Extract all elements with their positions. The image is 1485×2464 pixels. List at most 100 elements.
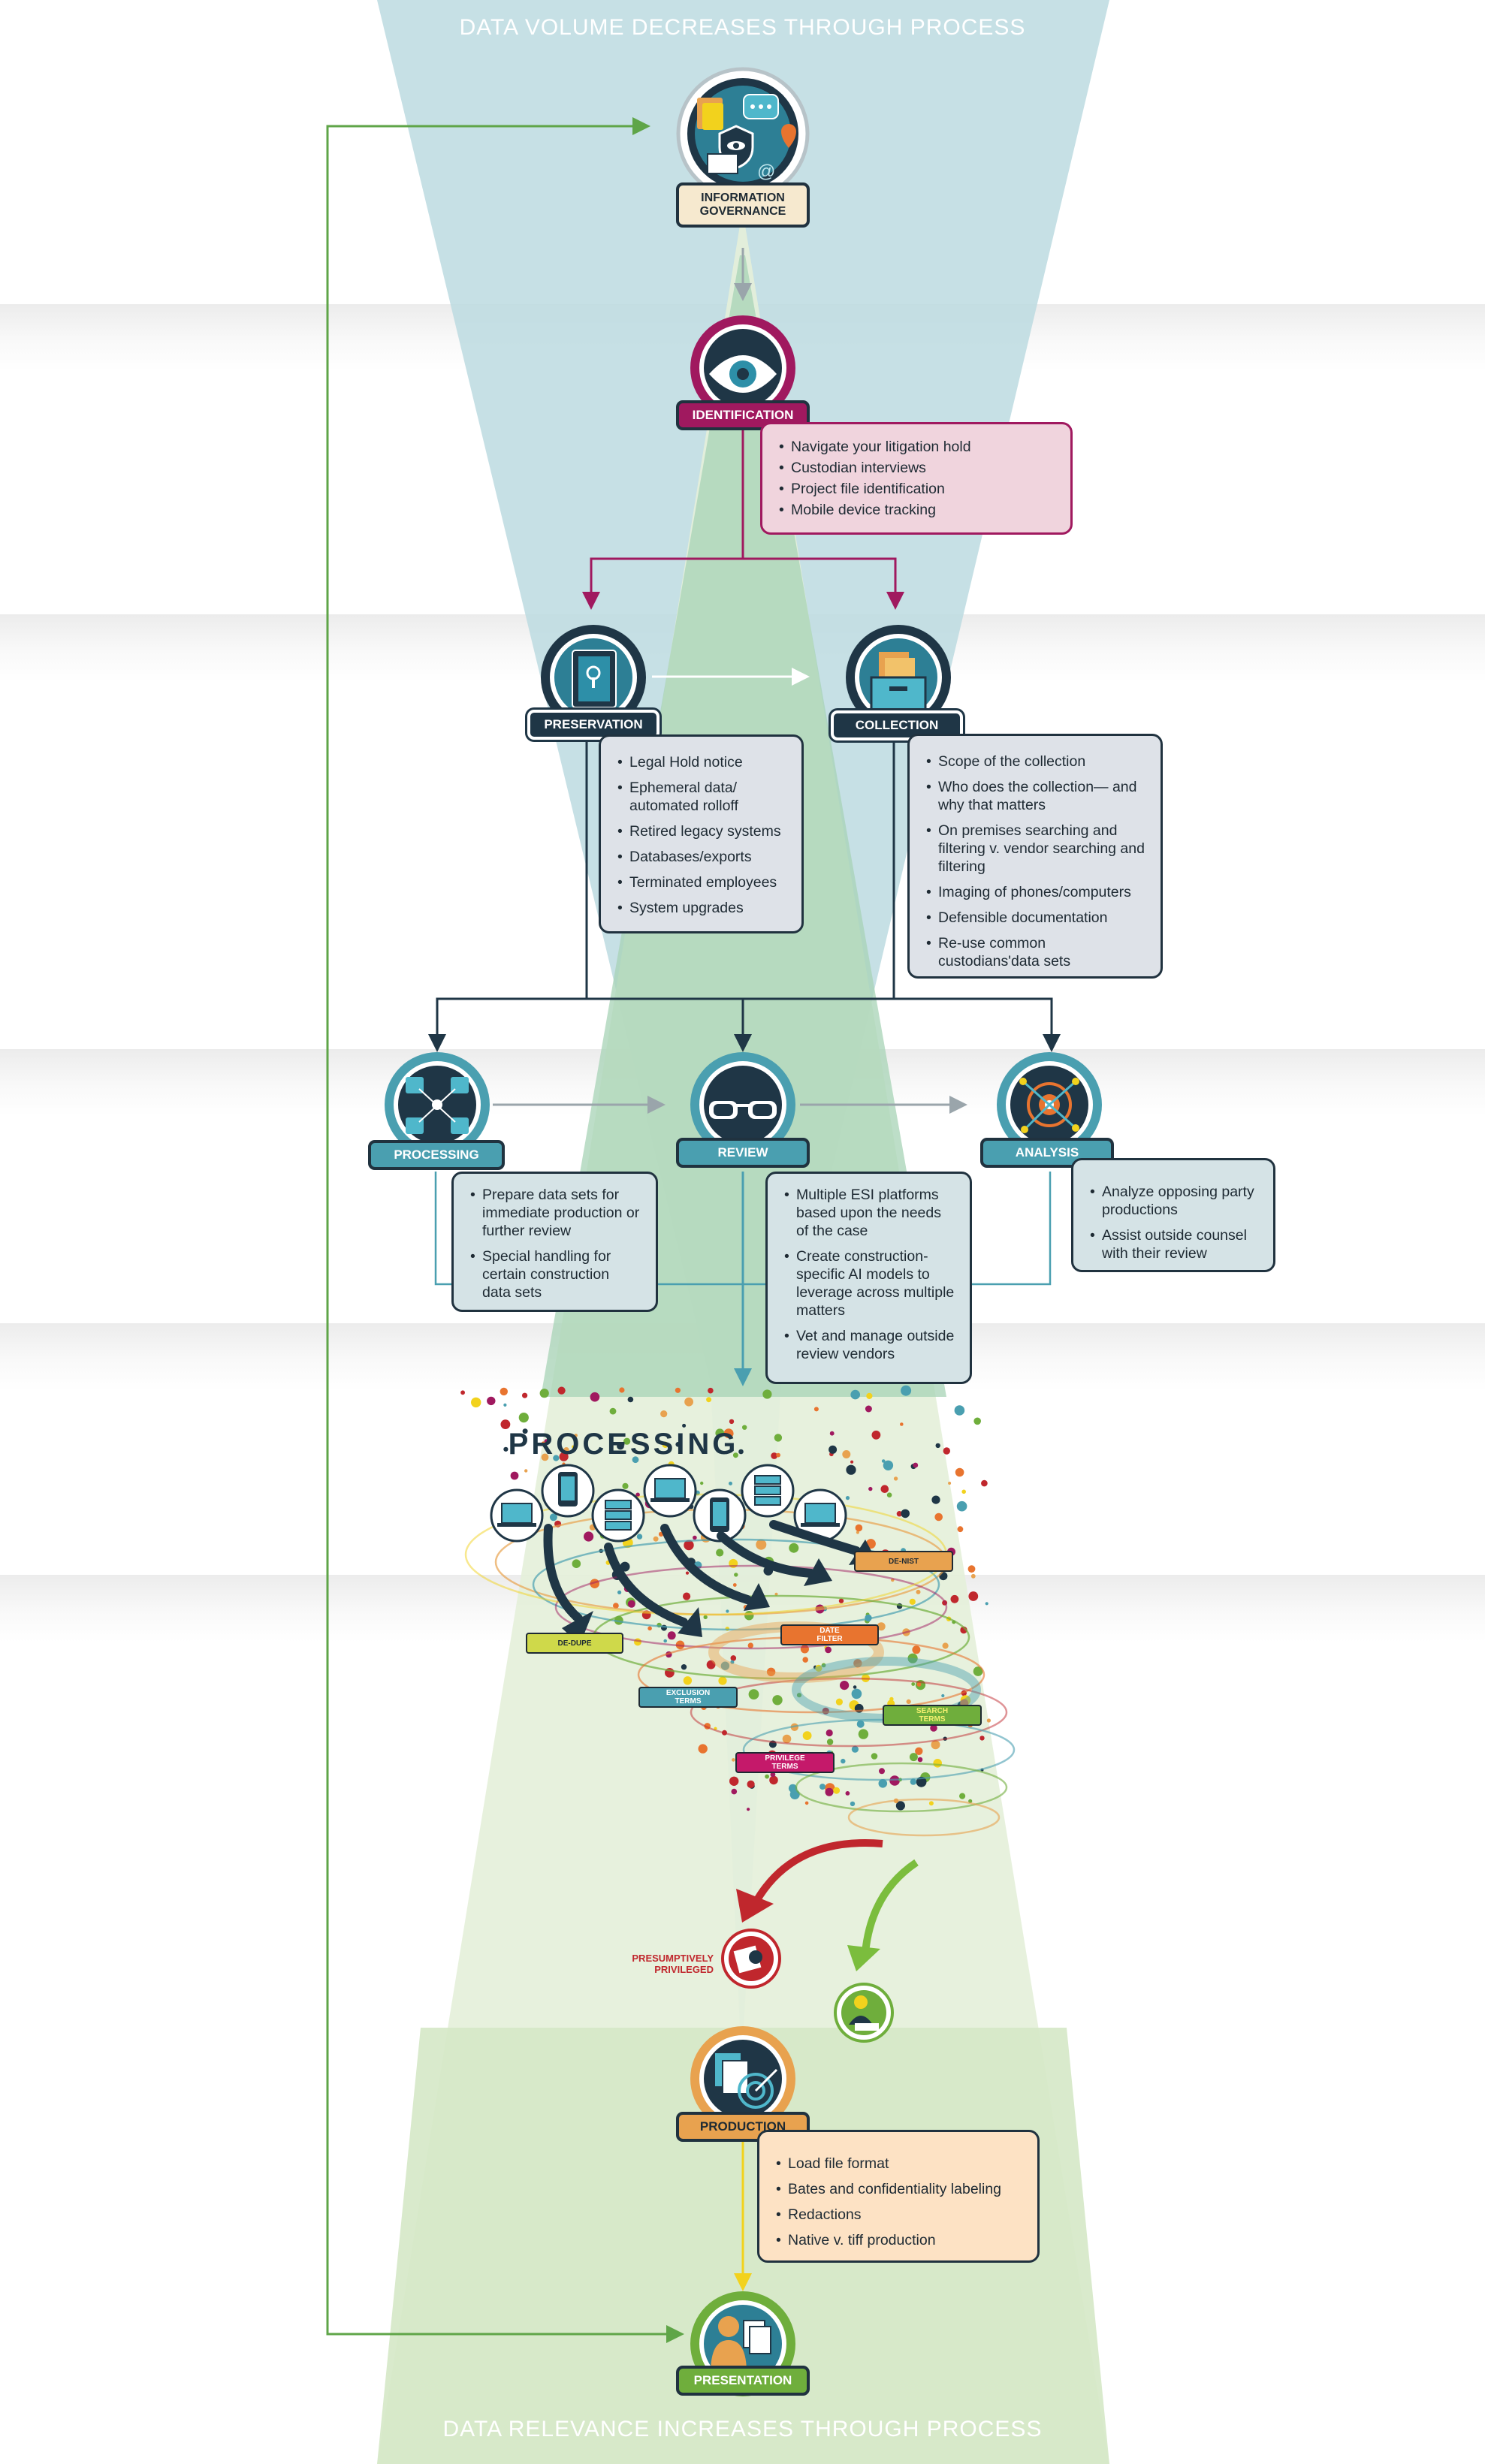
data-dot [901,1385,912,1396]
list-item: Mobile device tracking [777,501,1055,519]
data-dot [706,1397,712,1403]
data-dot [850,1801,856,1807]
data-dot [774,1434,783,1442]
data-dot [653,1536,659,1542]
data-dot [559,1452,569,1461]
list-item: Native v. tiff production [774,2231,1022,2249]
list-item: Bates and confidentiality labeling [774,2180,1022,2198]
data-dot [720,1661,730,1670]
data-dot [855,1524,863,1532]
data-dot [853,1659,862,1668]
identification-details: Navigate your litigation hold Custodian … [760,422,1073,535]
list-item: Project file identification [777,480,1055,498]
data-dot [503,1403,507,1407]
data-dot [663,1639,667,1643]
data-dot [931,1740,940,1750]
data-dot [723,1428,734,1439]
data-dot [881,1459,886,1463]
header-volume-decreases: DATA VOLUME DECREASES THROUGH PROCESS [459,15,1026,40]
data-dot [871,1753,878,1760]
data-dot [942,1642,949,1649]
data-dot [865,1405,872,1413]
data-dot [770,1772,776,1778]
data-dot [500,1387,508,1396]
data-dot [522,1392,528,1398]
data-dot [683,1676,693,1685]
data-dot [742,1425,747,1430]
data-dot [683,1592,691,1600]
review-label[interactable]: REVIEW [676,1138,810,1168]
list-item: Databases/exports [616,848,786,866]
data-dot [959,1793,966,1799]
list-item: Redactions [774,2206,1022,2224]
processing-details: Prepare data sets for immediate producti… [451,1172,658,1312]
data-dot [913,1462,919,1468]
data-dot [829,1431,835,1436]
data-dot [623,1437,631,1445]
laptop-icon [643,1464,697,1518]
analysis-details: Analyze opposing party productions Assis… [1071,1158,1275,1272]
data-dot [955,1467,964,1477]
glasses-icon [690,1052,795,1157]
data-dot [718,1676,727,1685]
data-dot [985,1602,988,1606]
svg-text:@: @ [757,161,775,182]
presentation-label[interactable]: PRESENTATION [676,2366,810,2396]
data-dot [700,1481,704,1485]
privileged-arrow [751,1839,883,1906]
data-dot [471,1397,481,1408]
data-dot [726,1609,729,1613]
data-dot [979,1736,985,1741]
data-dot [931,1495,940,1504]
feedback-loop-line [326,117,661,2336]
network-hub-icon [997,1052,1102,1157]
data-dot [730,1655,737,1661]
data-dot [838,1598,844,1603]
data-dots [460,1385,991,1811]
information-governance-label[interactable]: INFORMATION GOVERNANCE [676,182,810,228]
documents-target-icon [690,2026,795,2131]
data-dot [693,1535,697,1540]
reviewer-icon [834,1983,894,2043]
data-dot [572,1559,581,1568]
data-dot [961,1489,966,1494]
data-dot [619,1387,625,1393]
data-dot [706,1660,716,1669]
data-dot [729,1419,735,1425]
data-dot [970,1573,976,1579]
data-dot [909,1598,916,1605]
data-dot [539,1389,549,1398]
list-item: Special handling for certain constructio… [469,1247,641,1301]
data-dot [681,1664,687,1670]
data-dot [772,1695,783,1705]
data-dot [826,1739,834,1745]
data-dot [747,1642,753,1648]
data-dot [941,1693,945,1698]
data-dot [541,1453,549,1461]
data-dot [503,1446,509,1452]
data-dot [730,1660,735,1664]
list-item: Terminated employees [616,873,786,891]
data-dot [910,1778,917,1785]
laptop-icon [490,1488,544,1543]
data-dot [776,1452,780,1458]
list-item: Imaging of phones/computers [925,883,1145,901]
data-dot [935,1443,940,1449]
data-dot [698,1744,708,1754]
data-dot [738,1449,744,1455]
preservation-details: Legal Hold notice Ephemeral data/ automa… [599,734,804,933]
data-dot [825,1787,834,1796]
server-icon [591,1488,645,1543]
processing-label[interactable]: PROCESSING [368,1140,505,1170]
preservation-label[interactable]: PRESERVATION [527,710,659,740]
collection-details: Scope of the collection Who does the col… [907,734,1163,979]
data-dot [916,1589,921,1594]
analysis-label[interactable]: ANALYSIS [980,1138,1114,1168]
data-dot [756,1539,767,1550]
data-dot [850,1389,860,1400]
data-dot [845,1496,850,1500]
data-dot [804,1801,809,1805]
list-item: Load file format [774,2155,1022,2173]
data-dot [584,1531,594,1542]
